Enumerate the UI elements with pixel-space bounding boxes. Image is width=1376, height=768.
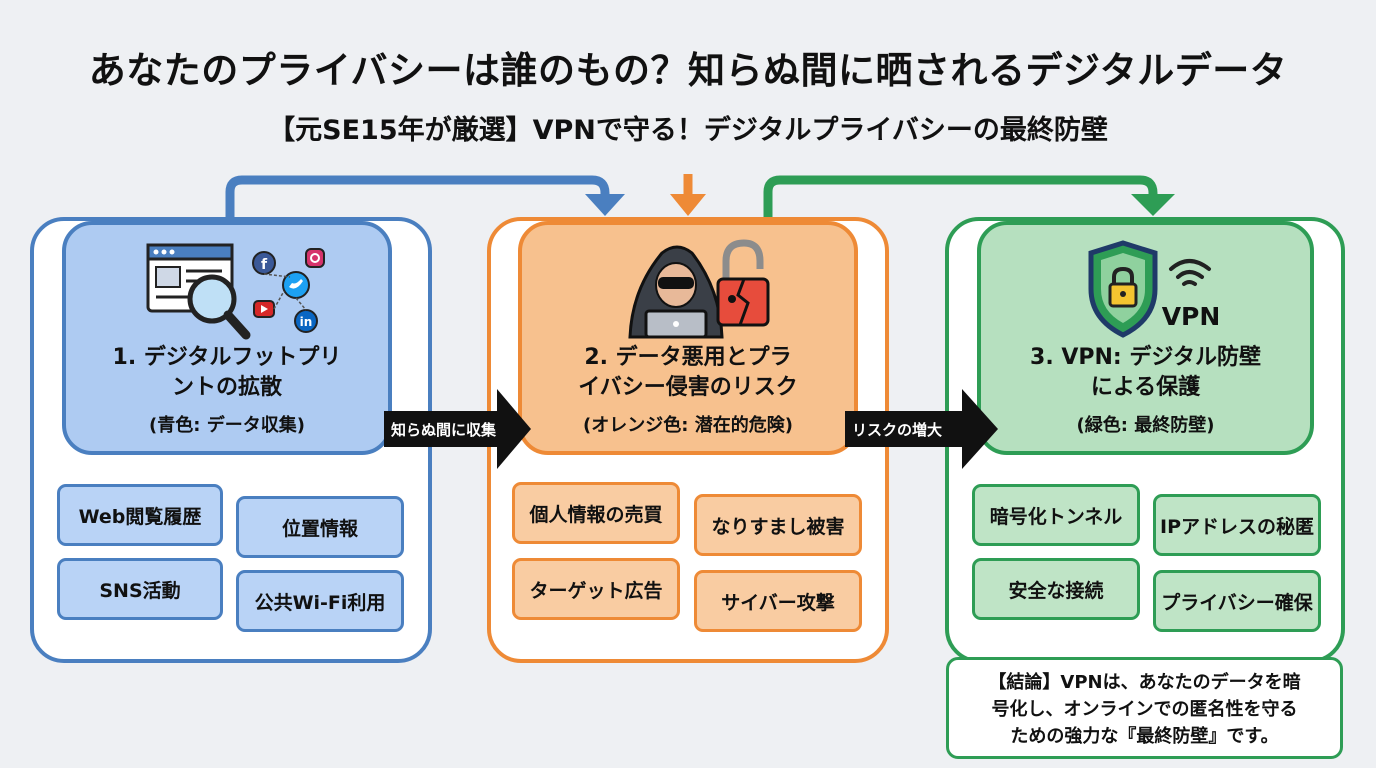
svg-text:in: in bbox=[300, 315, 313, 329]
stage3-title: 3. VPN: デジタル防壁 による保護 bbox=[1030, 345, 1261, 400]
stage1-item-sns: SNS活動 bbox=[57, 558, 223, 620]
stage2-title: 2. データ悪用とプラ イバシー侵害のリスク bbox=[578, 345, 798, 400]
page-title: あなたのプライバシーは誰のもの？知らぬ間に晒されるデジタルデータ bbox=[88, 49, 1288, 92]
shield-lock-vpn-icon: VPN bbox=[1088, 240, 1221, 338]
stage2-item-cyber-attack: サイバー攻撃 bbox=[694, 570, 862, 632]
stage1-item-web-history: Web閲覧履歴 bbox=[57, 484, 223, 546]
flow-arrowhead-orange bbox=[670, 194, 706, 216]
connector-risk: リスクの増大 bbox=[845, 411, 963, 447]
conclusion-line2: 号化し、オンラインでの匿名性を守る bbox=[991, 699, 1298, 720]
connector-risk-arrowhead bbox=[962, 389, 998, 469]
stage2-header-card: 2. データ悪用とプラ イバシー侵害のリスク (オレンジ色: 潜在的危険) bbox=[518, 221, 858, 455]
stage1-item-public-wifi: 公共Wi-Fi利用 bbox=[236, 570, 404, 632]
svg-text:f: f bbox=[261, 257, 268, 273]
flow-arrow-blue bbox=[225, 175, 610, 220]
flow-arrowhead-blue bbox=[585, 194, 625, 216]
stage3-note: (緑色: 最終防壁) bbox=[1076, 415, 1215, 436]
conclusion-line1: 【結論】VPNは、あなたのデータを暗 bbox=[988, 672, 1301, 693]
stage2-item-targeted-ads: ターゲット広告 bbox=[512, 558, 680, 620]
stage3-item-privacy: プライバシー確保 bbox=[1153, 570, 1321, 632]
browser-magnifier-social-icon: f in bbox=[146, 243, 325, 340]
stage2-item-data-sale: 個人情報の売買 bbox=[512, 482, 680, 544]
hacker-broken-lock-icon bbox=[628, 239, 770, 339]
flow-arrow-green bbox=[763, 175, 1158, 220]
conclusion-line3: ための強力な『最終防壁』です。 bbox=[1010, 726, 1279, 747]
connector-collect: 知らぬ間に収集 bbox=[384, 411, 498, 447]
flow-arrowhead-green bbox=[1131, 194, 1175, 216]
stage2-note: (オレンジ色: 潜在的危険) bbox=[583, 415, 793, 436]
stage1-note: (青色: データ収集) bbox=[149, 415, 305, 436]
stage1-title: 1. デジタルフットプリ ントの拡散 bbox=[112, 345, 342, 400]
svg-text:VPN: VPN bbox=[1162, 302, 1221, 331]
stage1-header-card: f in 1. デジタルフットプリ ントの拡散 (青色: データ収集) bbox=[62, 221, 392, 455]
connector-collect-arrowhead bbox=[497, 389, 531, 469]
page-subtitle: 【元SE15年が厳選】VPNで守る！デジタルプライバシーの最終防壁 bbox=[268, 115, 1108, 146]
stage3-item-ip-hiding: IPアドレスの秘匿 bbox=[1153, 494, 1321, 556]
conclusion-box: 【結論】VPNは、あなたのデータを暗 号化し、オンラインでの匿名性を守る ための… bbox=[946, 657, 1343, 759]
stage3-item-secure-connection: 安全な接続 bbox=[972, 558, 1140, 620]
stage3-item-encrypted-tunnel: 暗号化トンネル bbox=[972, 484, 1140, 546]
stage3-header-card: VPN 3. VPN: デジタル防壁 による保護 (緑色: 最終防壁) bbox=[977, 221, 1314, 455]
stage1-item-location: 位置情報 bbox=[236, 496, 404, 558]
stage2-item-impersonation: なりすまし被害 bbox=[694, 494, 862, 556]
